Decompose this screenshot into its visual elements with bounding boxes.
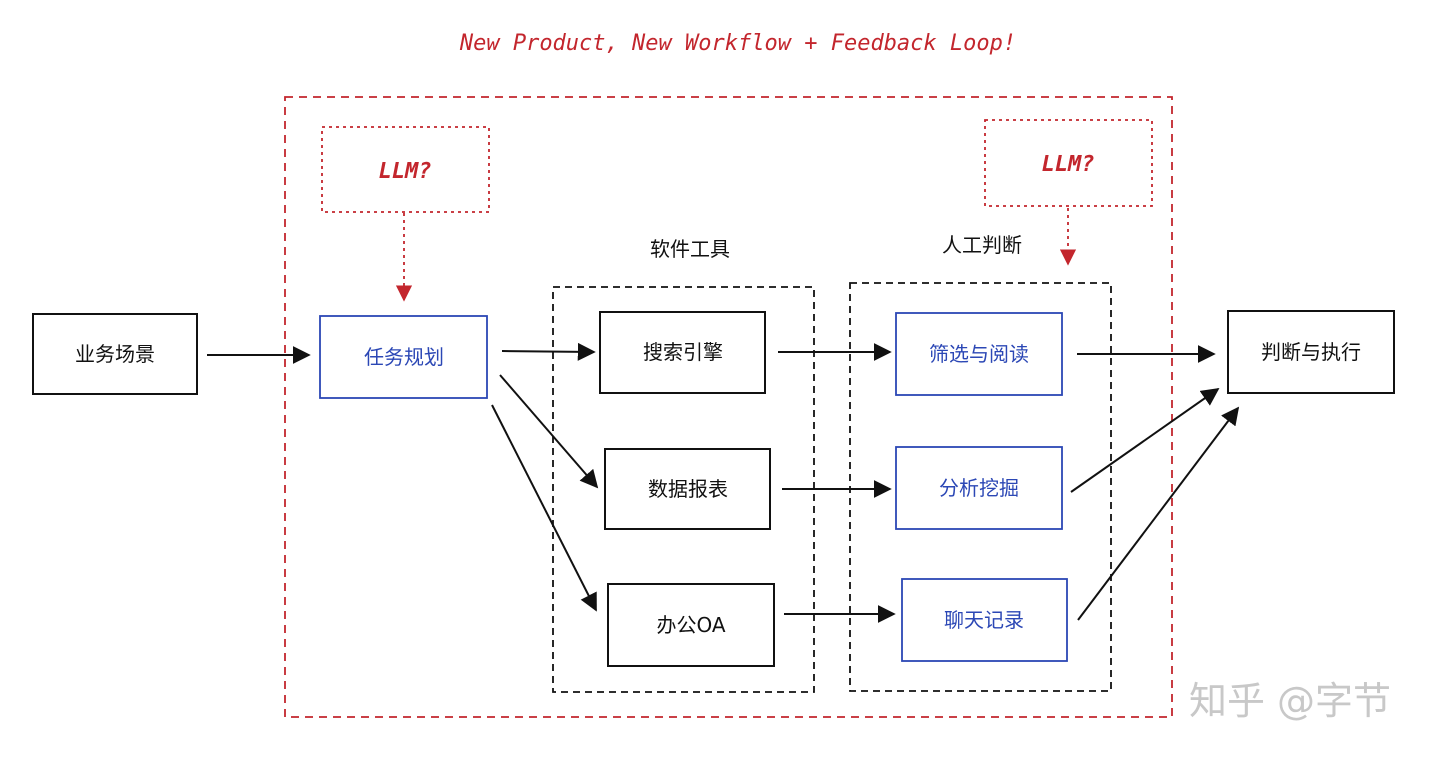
arrow-analysis-to-judge xyxy=(1070,387,1220,493)
group-box-software-tools xyxy=(552,286,815,693)
diagram-title: New Product, New Workflow + Feedback Loo… xyxy=(459,31,1016,56)
node-chat-records: 聊天记录 xyxy=(901,578,1068,662)
node-label: 分析挖掘 xyxy=(939,476,1019,500)
llm-box-left: LLM? xyxy=(321,126,490,213)
node-label: 搜索引擎 xyxy=(643,340,723,364)
group-label-software-tools: 软件工具 xyxy=(650,237,730,261)
arrow-planning-to-oa xyxy=(491,404,597,612)
arrow-planning-to-search xyxy=(501,342,596,361)
node-label: 判断与执行 xyxy=(1261,340,1361,364)
group-label-human-judgment: 人工判断 xyxy=(942,233,1022,257)
node-label: 筛选与阅读 xyxy=(929,342,1029,366)
node-data-report: 数据报表 xyxy=(604,448,771,530)
llm-label-left: LLM? xyxy=(379,159,432,184)
watermark: 知乎 @字节 xyxy=(1189,679,1391,723)
node-label: 办公OA xyxy=(656,613,725,637)
node-office-oa: 办公OA xyxy=(607,583,775,667)
node-label: 聊天记录 xyxy=(944,608,1024,632)
arrow-chat-to-judge xyxy=(1077,406,1240,621)
node-judge-execute: 判断与执行 xyxy=(1227,310,1395,394)
node-label: 数据报表 xyxy=(648,477,728,501)
node-label: 业务场景 xyxy=(75,342,155,366)
outer-boundary xyxy=(284,96,1173,718)
llm-label-right: LLM? xyxy=(1042,152,1095,177)
node-label: 任务规划 xyxy=(364,345,444,369)
llm-box-right: LLM? xyxy=(984,119,1153,207)
node-task-planning: 任务规划 xyxy=(319,315,488,399)
group-box-human-judgment xyxy=(849,282,1112,692)
node-analysis-mining: 分析挖掘 xyxy=(895,446,1063,530)
node-search-engine: 搜索引擎 xyxy=(599,311,766,394)
node-filter-read: 筛选与阅读 xyxy=(895,312,1063,396)
arrow-planning-to-report xyxy=(499,374,599,489)
node-business-scenario: 业务场景 xyxy=(32,313,198,395)
